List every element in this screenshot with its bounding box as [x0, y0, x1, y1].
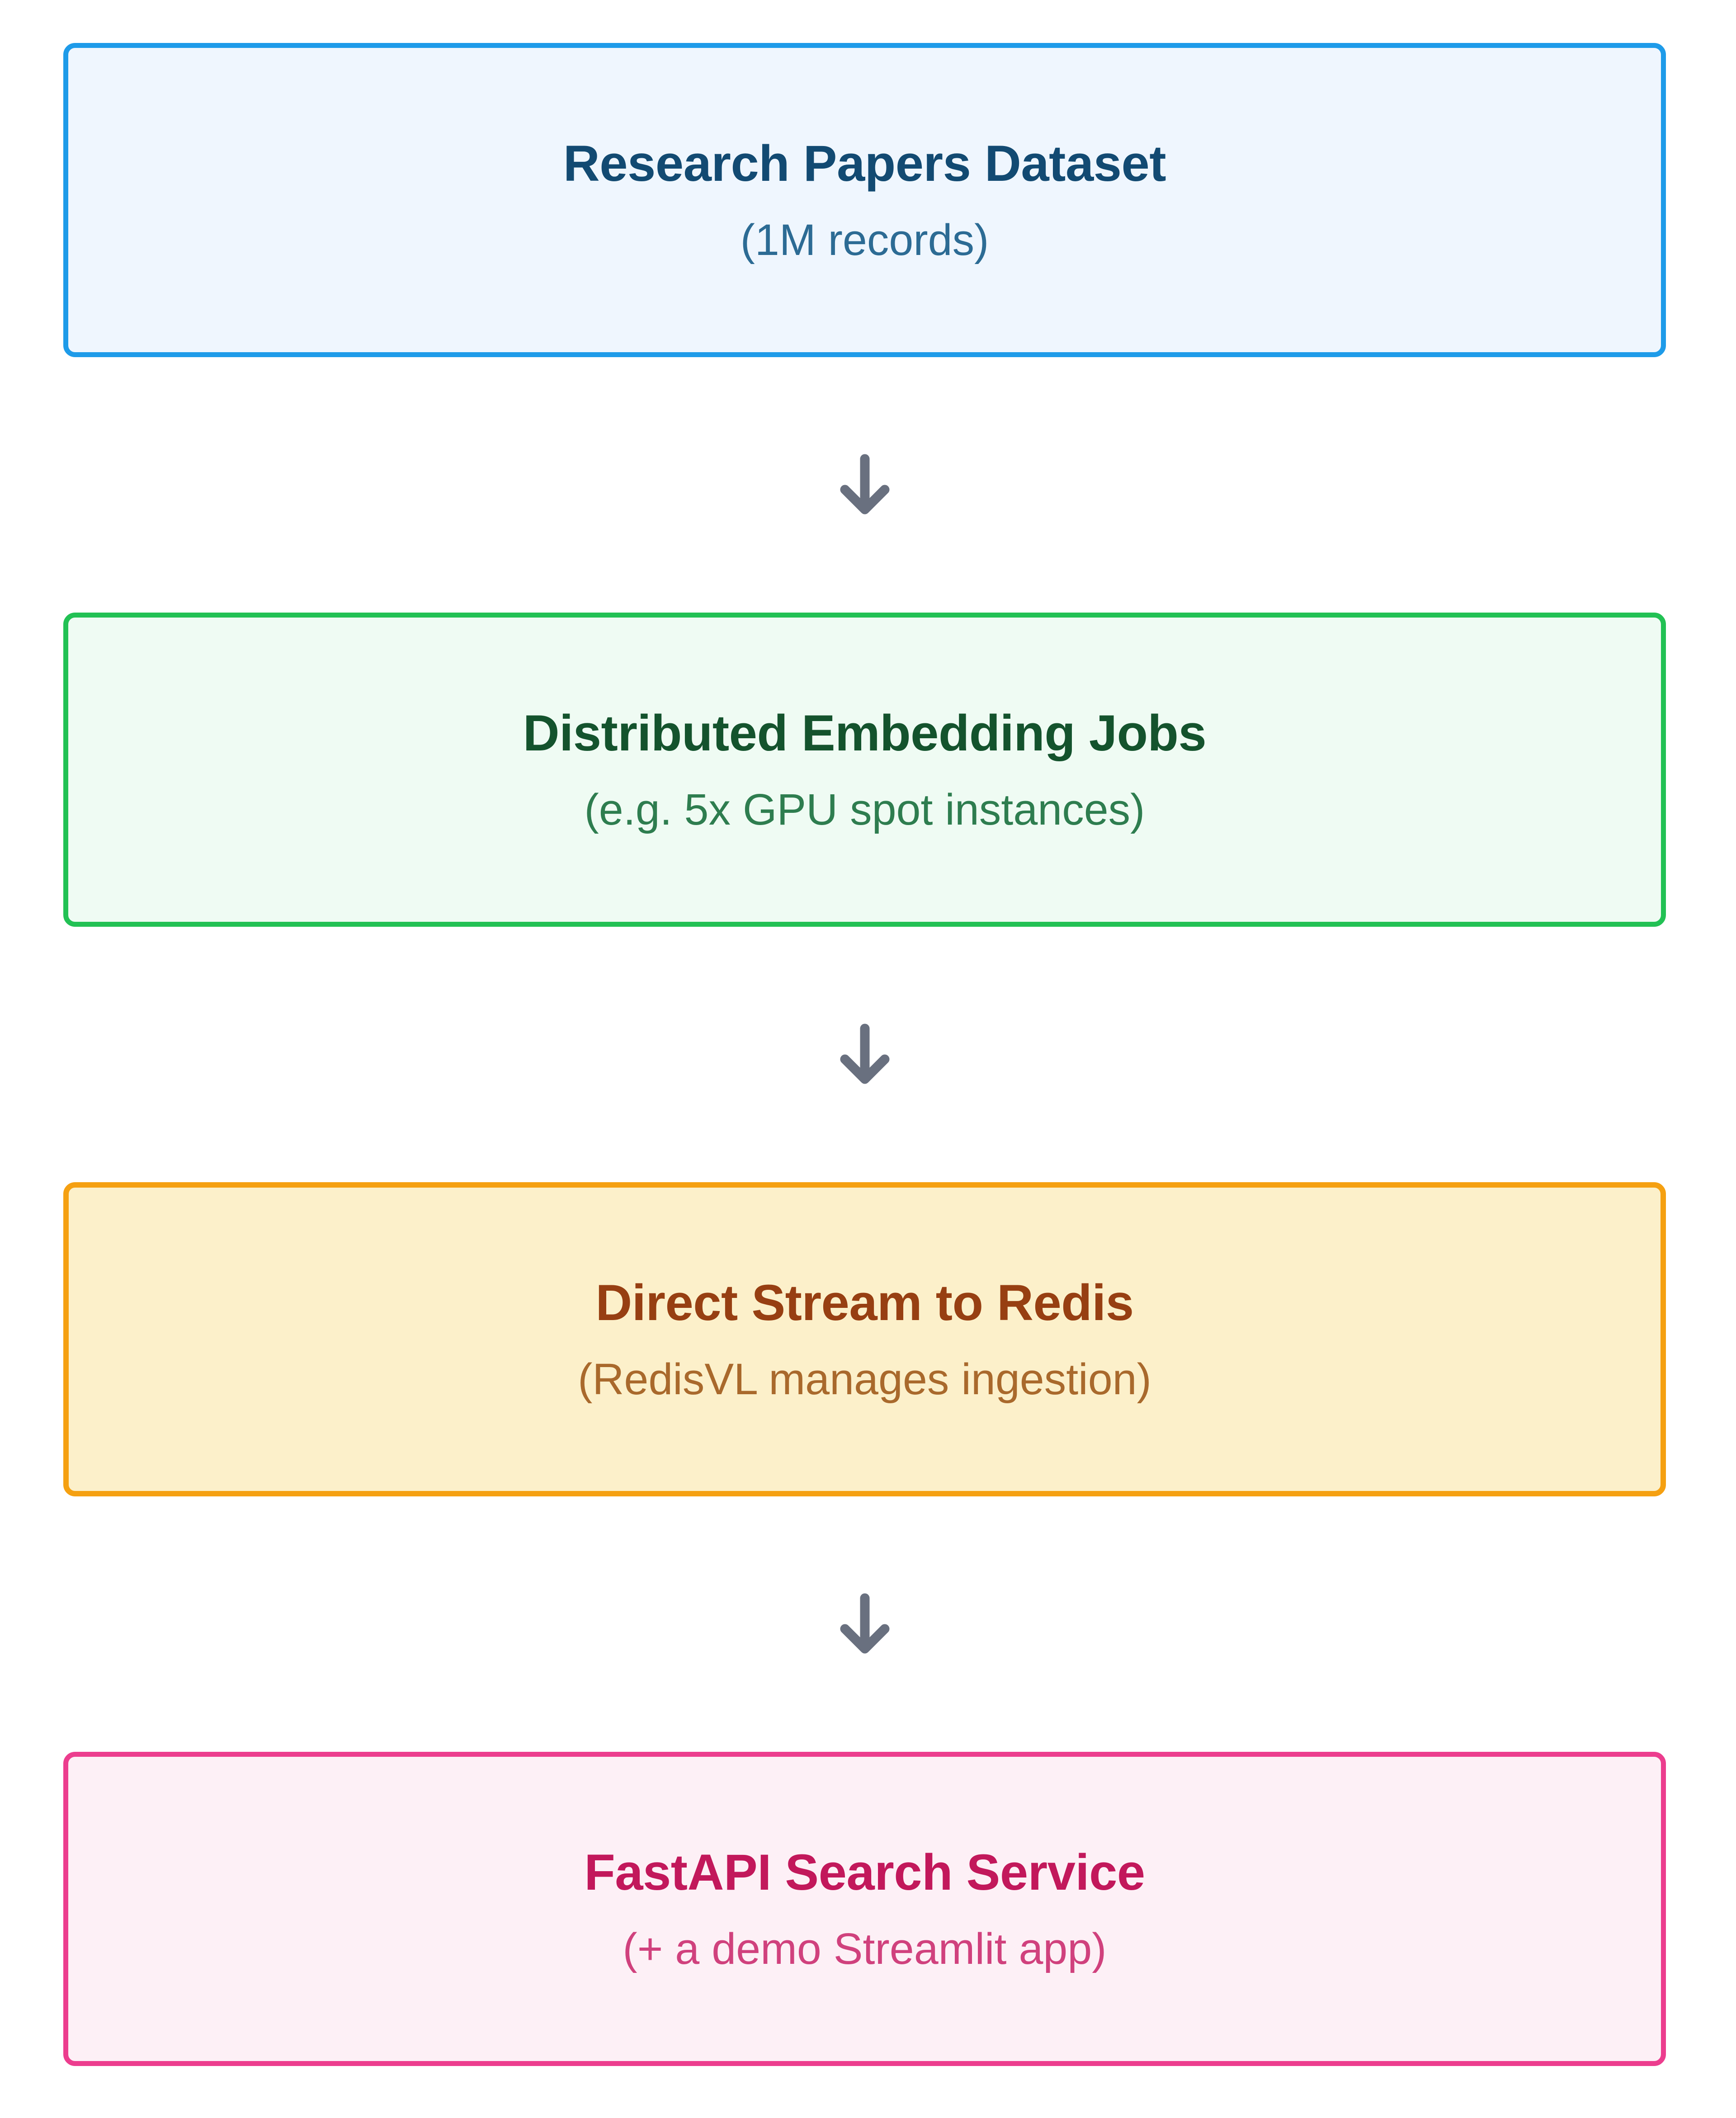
arrow-down-icon: [836, 1023, 894, 1086]
node-subtitle-direct-stream-to-redis: (RedisVL manages ingestion): [578, 1354, 1151, 1404]
flow-node-direct-stream-to-redis[interactable]: Direct Stream to Redis (RedisVL manages …: [63, 1182, 1666, 1496]
flow-connector-2: [63, 927, 1666, 1182]
node-title-direct-stream-to-redis: Direct Stream to Redis: [595, 1274, 1134, 1331]
node-title-research-papers-dataset: Research Papers Dataset: [563, 135, 1166, 192]
flow-node-research-papers-dataset[interactable]: Research Papers Dataset (1M records): [63, 43, 1666, 357]
flow-connector-3: [63, 1496, 1666, 1752]
arrow-down-icon: [836, 1593, 894, 1656]
flow-node-fastapi-search-service[interactable]: FastAPI Search Service (+ a demo Streaml…: [63, 1752, 1666, 2066]
node-subtitle-distributed-embedding-jobs: (e.g. 5x GPU spot instances): [584, 785, 1145, 835]
node-subtitle-fastapi-search-service: (+ a demo Streamlit app): [623, 1924, 1107, 1974]
flow-connector-1: [63, 357, 1666, 613]
node-subtitle-research-papers-dataset: (1M records): [740, 215, 989, 265]
node-title-distributed-embedding-jobs: Distributed Embedding Jobs: [523, 705, 1207, 762]
arrow-down-icon: [836, 453, 894, 517]
flow-node-distributed-embedding-jobs[interactable]: Distributed Embedding Jobs (e.g. 5x GPU …: [63, 613, 1666, 927]
flow-node-stack: Research Papers Dataset (1M records) Dis…: [63, 43, 1666, 2066]
node-title-fastapi-search-service: FastAPI Search Service: [584, 1844, 1145, 1901]
